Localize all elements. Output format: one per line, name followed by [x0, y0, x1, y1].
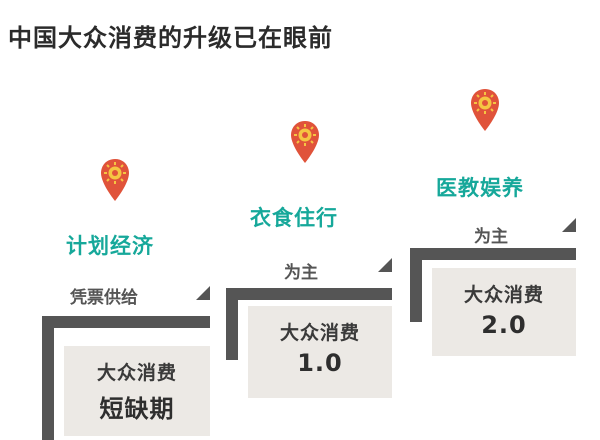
stage3-step-side	[410, 248, 422, 322]
stage3-box-value: 2.0	[481, 311, 527, 339]
stage1-sub: 凭票供给	[70, 288, 138, 308]
stage3-headline: 医教娱养	[436, 176, 524, 200]
stage1-box-value: 短缺期	[99, 395, 175, 423]
stage3-step-top	[410, 248, 576, 260]
stage1-box: 大众消费 短缺期	[64, 346, 210, 436]
stage1-step-side	[42, 316, 54, 440]
stage1-step-corner	[196, 286, 210, 300]
stage3-step-corner	[562, 218, 576, 232]
stage2-step-top	[226, 288, 392, 300]
stage1-box-label: 大众消费	[96, 362, 177, 384]
stage1-headline: 计划经济	[66, 234, 154, 258]
map-pin-sun-icon	[471, 89, 499, 131]
stage1-step-top	[42, 316, 210, 328]
stage3-box: 大众消费 2.0	[432, 268, 576, 356]
stage2-box-value: 1.0	[297, 349, 343, 377]
stage2-headline: 衣食住行	[250, 206, 338, 230]
stage2-step-side	[226, 288, 238, 360]
stage2-step-corner	[378, 258, 392, 272]
map-pin-sun-icon	[291, 121, 319, 163]
stage2-sub: 为主	[284, 263, 318, 283]
map-pin-sun-icon	[101, 159, 129, 201]
page-title: 中国大众消费的升级已在眼前	[8, 24, 333, 52]
stage3-box-label: 大众消费	[463, 284, 544, 306]
stage2-box: 大众消费 1.0	[248, 306, 392, 398]
stage2-box-label: 大众消费	[279, 322, 360, 344]
stage3-sub: 为主	[474, 227, 508, 247]
